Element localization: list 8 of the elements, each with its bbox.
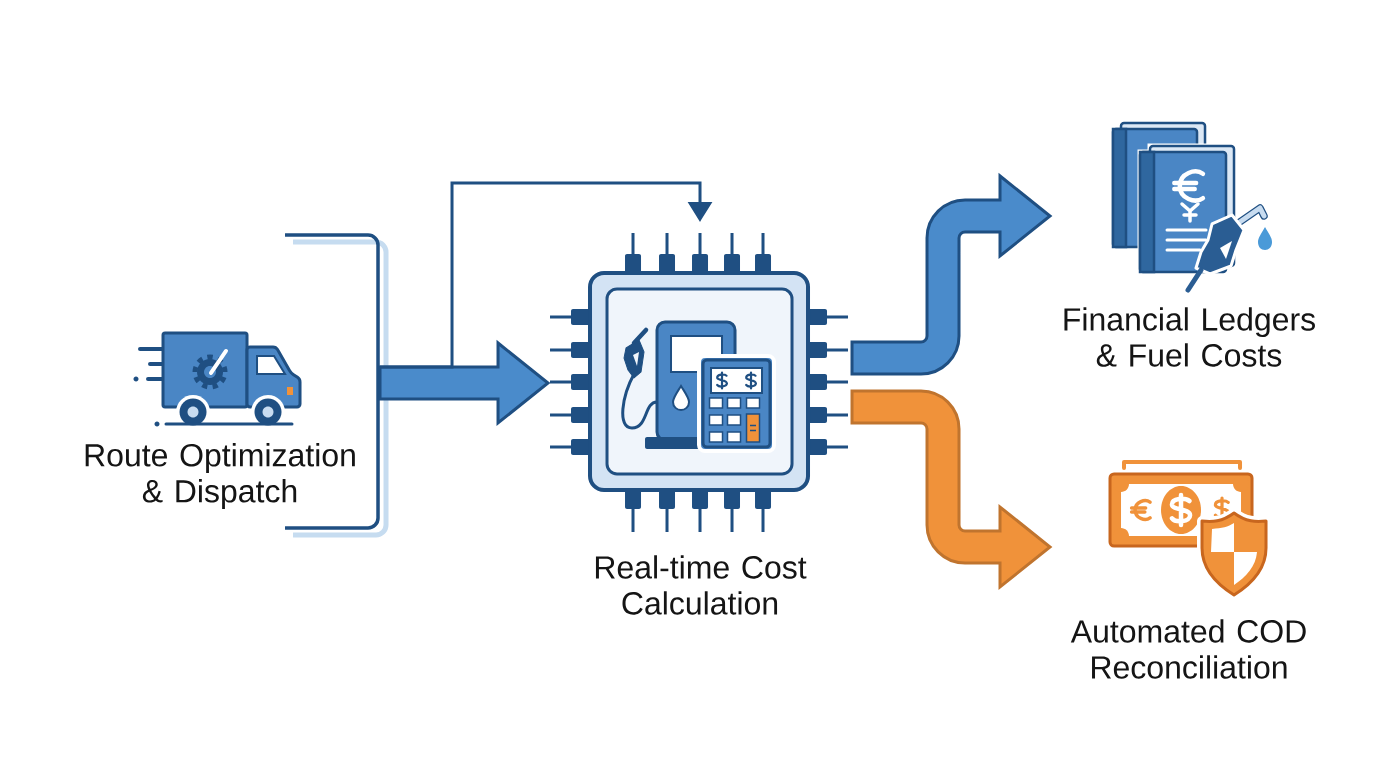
block-arrow bbox=[850, 389, 1052, 589]
stage-label: Financial Ledgers & Fuel Costs bbox=[1064, 307, 1315, 367]
stage-label: Route Optimization & Dispatch bbox=[85, 443, 355, 509]
stage-label: Real-time Cost Calculation bbox=[595, 555, 807, 615]
arrow bbox=[380, 181, 713, 369]
stage-label: Automated COD Reconciliation bbox=[1070, 619, 1306, 679]
block-arrow bbox=[378, 339, 551, 427]
block-arrow bbox=[850, 174, 1052, 376]
